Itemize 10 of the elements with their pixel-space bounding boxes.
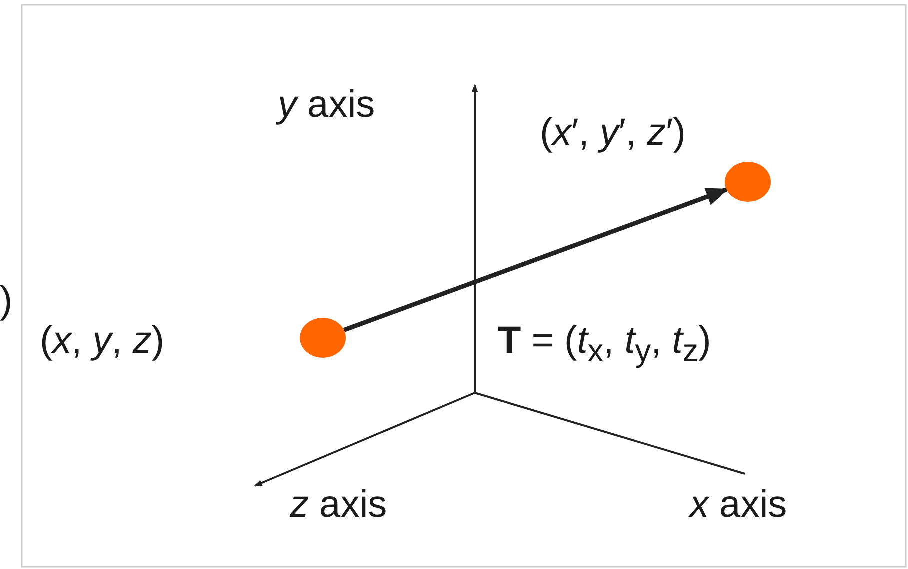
- point-coordinates: (x′, y′, z′): [540, 111, 686, 156]
- translation-arrow: [343, 188, 729, 332]
- axis-label: z axis: [290, 483, 388, 528]
- axis-label: x axis: [690, 483, 788, 528]
- point-marker: [300, 318, 346, 358]
- point-marker: [725, 162, 771, 202]
- axis-label: y axis: [278, 83, 376, 128]
- point-coordinates: (x, y, z): [40, 319, 165, 364]
- translation-vector-label: T = (t$_{x}$, t$_{y}$, t$_{z}$): [498, 319, 712, 371]
- parenthesis-text: ): [0, 279, 13, 324]
